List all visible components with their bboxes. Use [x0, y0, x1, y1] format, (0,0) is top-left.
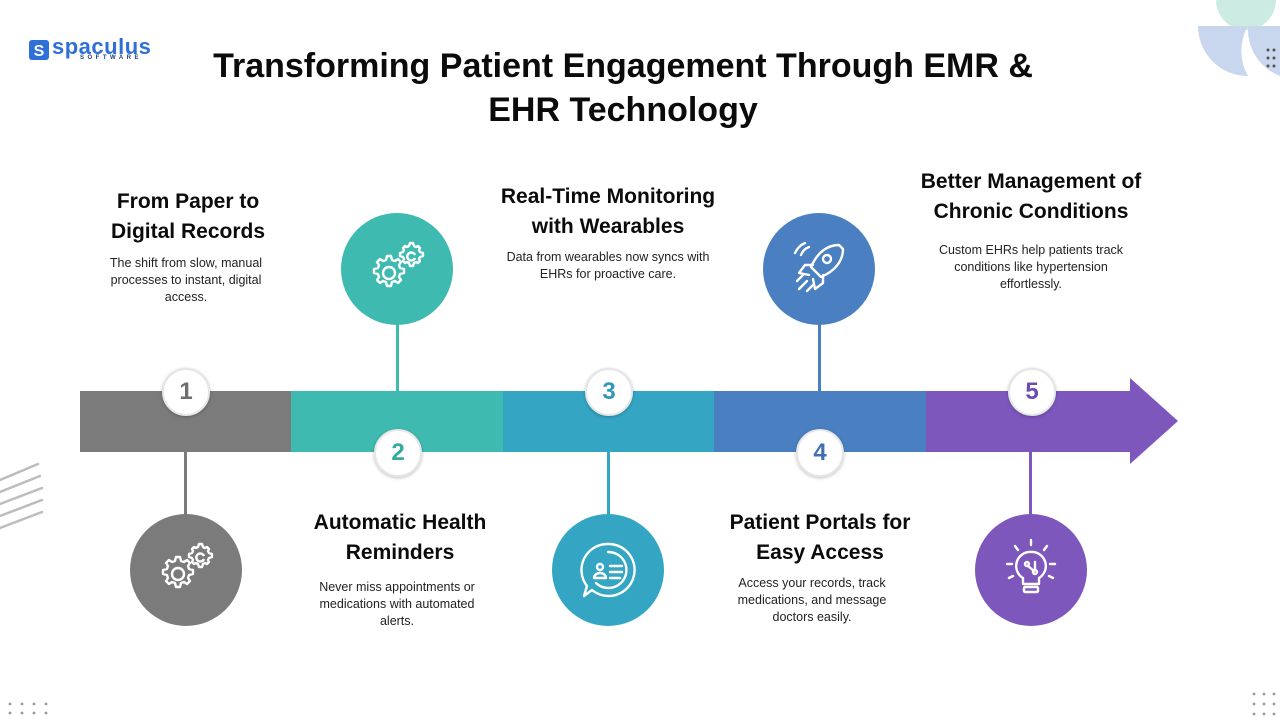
bottom-left-dots-decoration [8, 702, 48, 715]
step-1-number: 1 [162, 368, 210, 416]
company-logo[interactable]: S spaculus SOFTWARE [28, 34, 158, 70]
gears-icon [372, 241, 425, 288]
step-1-description: The shift from slow, manual processes to… [109, 256, 263, 304]
left-lines-decoration [0, 462, 44, 530]
rocket-icon [793, 241, 845, 293]
step-5-icon-circle [975, 514, 1087, 626]
step-5-heading: Better Management of Chronic Conditions [920, 170, 1142, 223]
gears-icon [161, 542, 214, 589]
step-2-icon-circle [341, 213, 453, 325]
connector-3 [607, 452, 610, 522]
logo-subtitle: SOFTWARE [80, 55, 142, 61]
connector-4 [818, 322, 821, 392]
step-3-description: Data from wearables now syncs with EHRs … [506, 250, 710, 281]
page-title: Transforming Patient Engagement Through … [213, 47, 1033, 129]
step-2-heading: Automatic Health Reminders [313, 511, 487, 564]
step-1-icon-circle [130, 514, 242, 626]
step-5-description: Custom EHRs help patients track conditio… [938, 243, 1124, 291]
step-4-heading: Patient Portals for Easy Access [729, 511, 911, 564]
step-4-icon-circle [763, 213, 875, 325]
step-4-number: 4 [796, 429, 844, 477]
step-2-description: Never miss appointments or medications w… [319, 580, 475, 628]
timeline-arrow-head [1130, 378, 1178, 464]
step-3-number: 3 [585, 368, 633, 416]
svg-text:S: S [34, 43, 45, 60]
step-5-number: 5 [1008, 368, 1056, 416]
chat-id-card-icon [580, 542, 636, 598]
step-4-description: Access your records, track medications, … [737, 576, 887, 624]
top-right-decoration [1198, 0, 1280, 76]
step-3-icon-circle [552, 514, 664, 626]
bottom-right-dots-decoration [1252, 692, 1276, 716]
logo-mark-icon: S [29, 40, 49, 60]
step-1-heading: From Paper to Digital Records [110, 190, 266, 243]
step-2-number: 2 [374, 429, 422, 477]
logo-wordmark: spaculus [52, 34, 152, 59]
lightbulb-icon [1005, 538, 1057, 594]
connector-1 [184, 452, 187, 522]
connector-5 [1029, 452, 1032, 522]
connector-2 [396, 322, 399, 392]
step-3-heading: Real-Time Monitoring with Wearables [500, 185, 716, 238]
